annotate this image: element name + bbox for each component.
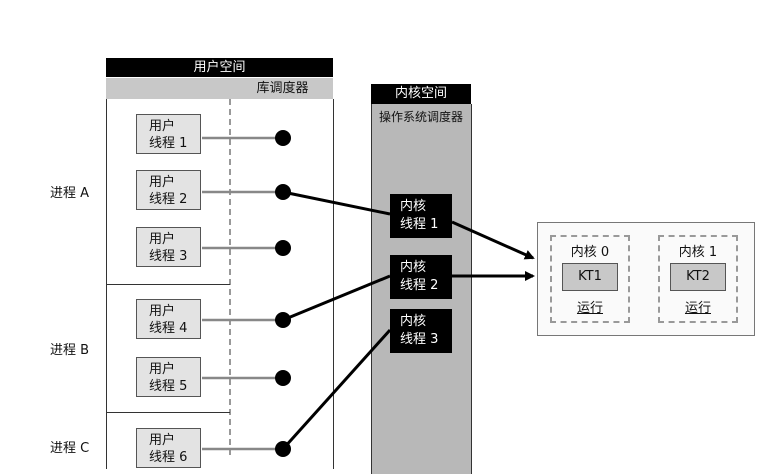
user-thread-label: 线程 5	[149, 379, 188, 394]
sched-dot-3	[275, 240, 291, 256]
map-line-4-kt2	[282, 274, 391, 322]
user-thread-label: 线程 6	[149, 450, 188, 465]
kernel-thread-label: 线程 2	[400, 278, 439, 293]
map-line-6-kt3	[281, 328, 392, 451]
arrow-kt1-core	[451, 220, 535, 260]
connector-layer	[202, 99, 535, 459]
core-status: 运行	[684, 301, 711, 316]
core-0: 内核 0 KT1 运行	[550, 235, 630, 323]
user-thread-label: 用户	[149, 175, 176, 190]
kernel-thread-label: 线程 1	[400, 217, 439, 232]
sched-dot-5	[275, 370, 291, 386]
cpu-box: 内核 0 KT1 运行 内核 1 KT2 运行	[537, 222, 755, 336]
user-thread-6: 用户 线程 6	[136, 428, 201, 468]
kernel-thread-label: 内核	[400, 314, 427, 329]
kernel-thread-label: 内核	[400, 260, 427, 275]
kernel-thread-2: 内核 线程 2	[390, 255, 452, 299]
user-thread-label: 用户	[149, 304, 176, 319]
sched-dot-1	[275, 130, 291, 146]
user-thread-2: 用户 线程 2	[136, 170, 201, 210]
process-label-a: 进程 A	[50, 186, 90, 201]
user-thread-label: 用户	[149, 119, 176, 134]
map-line-2-kt1	[282, 190, 391, 216]
user-thread-4: 用户 线程 4	[136, 299, 201, 339]
user-thread-label: 线程 4	[149, 321, 188, 336]
user-thread-label: 线程 1	[149, 136, 188, 151]
user-thread-label: 用户	[149, 362, 176, 377]
kernel-thread-3: 内核 线程 3	[390, 309, 452, 353]
core-title: 内核 0	[570, 245, 610, 260]
lib-scheduler-label: 库调度器	[256, 81, 309, 96]
kernel-thread-label: 线程 3	[400, 332, 439, 347]
core-kt: KT2	[670, 263, 726, 291]
process-separator	[106, 412, 230, 413]
user-thread-label: 线程 3	[149, 249, 188, 264]
process-label-b: 进程 B	[50, 343, 90, 358]
os-scheduler-label: 操作系统调度器	[378, 110, 463, 124]
core-kt: KT1	[562, 263, 618, 291]
user-thread-5: 用户 线程 5	[136, 357, 201, 397]
user-space-subheader	[106, 78, 333, 99]
core-status: 运行	[576, 301, 603, 316]
process-label-c: 进程 C	[50, 441, 90, 456]
user-thread-label: 线程 2	[149, 192, 188, 207]
user-space-header: 用户空间	[106, 58, 333, 77]
core-title: 内核 1	[678, 245, 718, 260]
process-separator	[106, 284, 230, 285]
kernel-thread-label: 内核	[400, 199, 427, 214]
user-thread-label: 用户	[149, 232, 176, 247]
kernel-thread-1: 内核 线程 1	[390, 194, 452, 238]
user-thread-1: 用户 线程 1	[136, 114, 201, 154]
user-thread-label: 用户	[149, 433, 176, 448]
kernel-space-header: 内核空间	[371, 84, 471, 104]
core-1: 内核 1 KT2 运行	[658, 235, 738, 323]
user-thread-3: 用户 线程 3	[136, 227, 201, 267]
